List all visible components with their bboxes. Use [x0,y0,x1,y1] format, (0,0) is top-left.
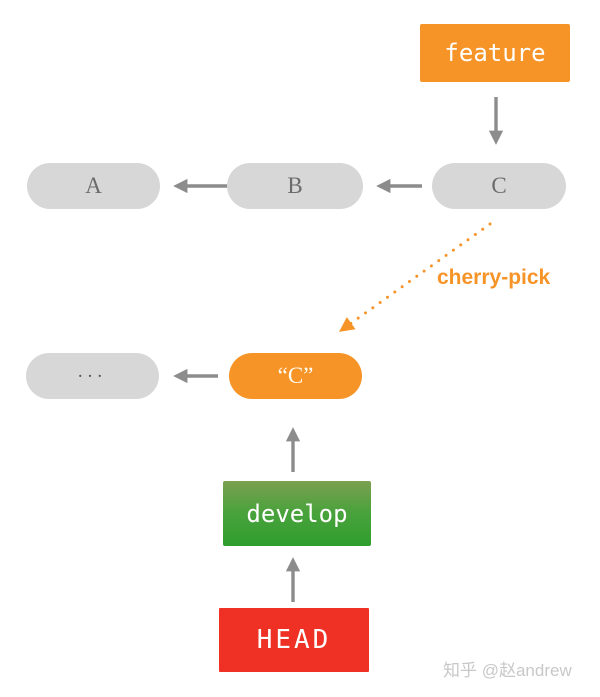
commit-node-ellipsis: ... [26,353,159,399]
commit-c-copy-label: “C” [277,363,314,388]
commit-node-b: B [227,163,363,209]
commit-b-label: B [287,173,303,198]
watermark: 知乎 @赵andrew [443,661,572,680]
develop-branch-box: develop [223,481,371,546]
commit-node-c: C [432,163,566,209]
head-pointer-box: HEAD [219,608,369,672]
cherry-pick-label: cherry-pick [437,266,551,289]
commit-ellipsis-label: ... [77,361,108,382]
commit-a-label: A [85,173,102,198]
commit-node-c-copy: “C” [229,353,362,399]
develop-branch-label: develop [246,499,348,528]
commit-c-label: C [491,173,507,198]
head-pointer-label: HEAD [256,625,332,655]
feature-branch-label: feature [444,39,546,67]
commit-node-a: A [27,163,160,209]
feature-branch-box: feature [420,24,570,82]
